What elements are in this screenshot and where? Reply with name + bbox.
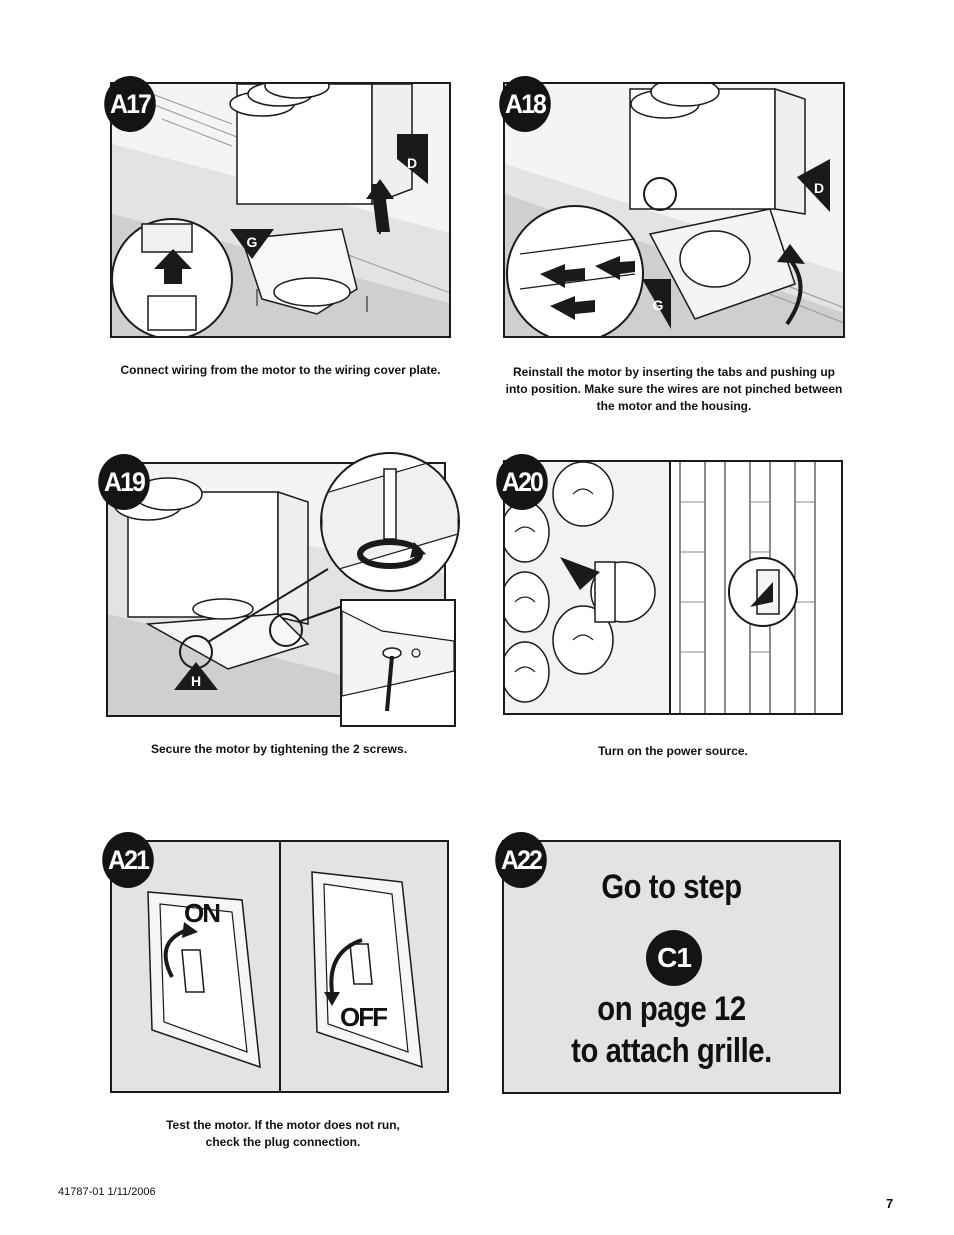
- label-h: H: [191, 673, 201, 689]
- label-d: D: [407, 155, 417, 171]
- step-badge-a18: A18: [499, 76, 551, 132]
- page-number: 7: [886, 1196, 894, 1211]
- document-id: 41787-01 1/11/2006: [58, 1186, 156, 1198]
- caption-a21-line-1: Test the motor. If the motor does not ru…: [166, 1118, 400, 1132]
- switch-plate-on: ON: [147, 891, 261, 1069]
- caption-a21-line-2: check the plug connection.: [205, 1135, 361, 1149]
- goto-line-3: to attach grille.: [571, 1032, 772, 1070]
- caption-a20: Turn on the power source.: [598, 744, 748, 758]
- illustration-a20: [503, 460, 843, 715]
- illustration-a21: ON OFF: [110, 840, 449, 1093]
- switch-plate-off: OFF: [311, 871, 423, 1069]
- breaker-panel-illustration: [505, 462, 816, 713]
- step-badge-a17: A17: [104, 76, 156, 132]
- caption-a18-line-1: Reinstall the motor by inserting the tab…: [512, 365, 836, 379]
- label-g: G: [247, 234, 258, 250]
- wall-switch-illustration: ON OFF: [147, 842, 423, 1091]
- switch-off-label: OFF: [340, 1002, 387, 1032]
- caption-a19: Secure the motor by tightening the 2 scr…: [150, 742, 408, 756]
- label-d: D: [814, 180, 824, 196]
- switch-on-label: ON: [184, 898, 220, 928]
- label-g: G: [653, 297, 664, 313]
- step-badge-a20: A20: [496, 454, 548, 510]
- step-badge-a19: A19: [98, 454, 150, 510]
- goto-step-panel: Go to step C1 on page 12 to attach grill…: [502, 840, 841, 1094]
- illustration-a17: D G: [110, 82, 451, 338]
- caption-a18-line-2: into position. Make sure the wires are n…: [505, 382, 843, 396]
- goto-line-1: Go to step: [601, 868, 742, 906]
- motor-wiring-illustration: D G: [112, 84, 449, 336]
- step-badge-a21: A21: [102, 832, 154, 888]
- caption-a21: Test the motor. If the motor does not ru…: [110, 1117, 456, 1151]
- step-ref-c1: C1: [646, 930, 702, 986]
- caption-a18: Reinstall the motor by inserting the tab…: [498, 364, 850, 415]
- goto-line-2: on page 12: [597, 990, 746, 1028]
- step-badge-a22: A22: [495, 832, 547, 888]
- caption-a18-line-3: the motor and the housing.: [596, 399, 752, 413]
- illustration-a18: D G: [503, 82, 845, 338]
- caption-a17: Connect wiring from the motor to the wir…: [120, 363, 441, 377]
- motor-reinstall-illustration: D G: [505, 84, 843, 336]
- zoom-detail-screwdriver: [320, 452, 460, 592]
- zoom-detail-screw: [340, 599, 456, 727]
